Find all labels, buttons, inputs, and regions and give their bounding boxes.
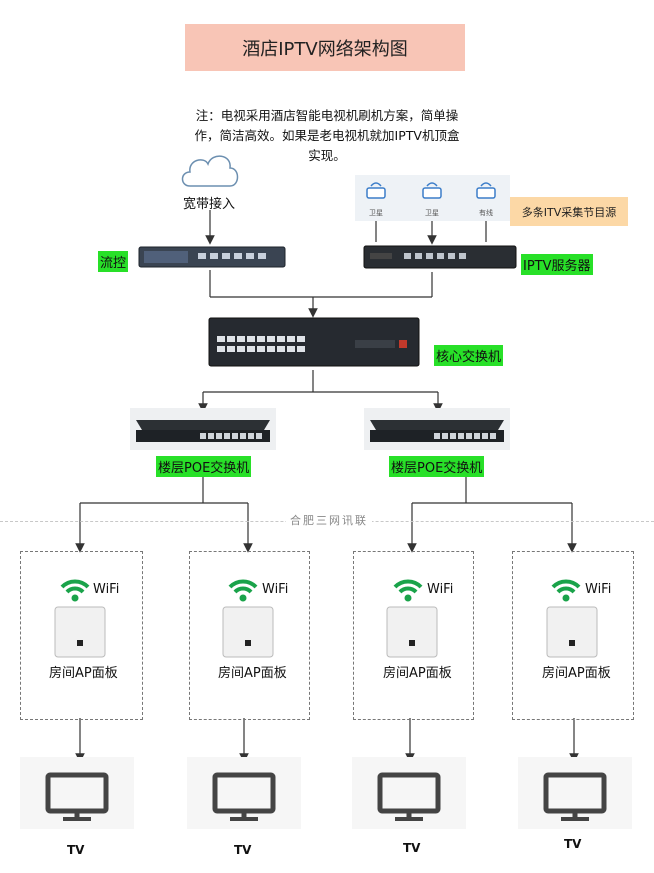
- broadband-label: 宽带接入: [183, 197, 236, 212]
- tv-icon: [377, 772, 441, 821]
- room-box: [512, 551, 634, 720]
- tv-icon: [45, 772, 109, 821]
- firewall-label: 流控: [98, 251, 129, 272]
- ap-panel-icon: [546, 606, 598, 658]
- iptv-server-icon: [363, 245, 517, 269]
- wifi-label: WiFi: [585, 582, 612, 597]
- tv-label: TV: [564, 837, 582, 851]
- room-box: [189, 551, 310, 720]
- cable-receiver-icon: [476, 182, 496, 199]
- room-box: [353, 551, 474, 720]
- firewall-device-icon: [138, 246, 286, 268]
- core-switch-label: 核心交换机: [434, 345, 504, 366]
- core-switch-icon: [208, 317, 420, 367]
- wifi-icon: [551, 579, 581, 602]
- source-device-label: 有线: [479, 209, 493, 217]
- satellite-receiver-icon: [422, 182, 442, 199]
- wifi-label: WiFi: [262, 582, 289, 597]
- note-text: 注：电视采用酒店智能电视机刷机方案，简单操作，简洁高效。如果是老电视机就加IPT…: [194, 108, 460, 163]
- source-device-label: 卫星: [369, 209, 383, 217]
- wifi-label: WiFi: [427, 582, 454, 597]
- ap-panel-label: 房间AP面板: [49, 666, 118, 681]
- floor-poe-switch-icon: [130, 408, 276, 450]
- tv-icon: [543, 772, 607, 821]
- wifi-icon: [393, 579, 423, 602]
- wifi-icon: [228, 579, 258, 602]
- wifi-icon: [60, 579, 90, 602]
- satellite-receiver-icon: [366, 182, 386, 199]
- ap-panel-icon: [222, 606, 274, 658]
- ap-panel-label: 房间AP面板: [383, 666, 452, 681]
- diagram-title: 酒店IPTV网络架构图: [185, 24, 465, 71]
- cloud-icon: [181, 155, 239, 187]
- wifi-label: WiFi: [93, 582, 120, 597]
- watermark-text: 合肥三网讯联: [286, 512, 372, 528]
- room-box: [20, 551, 143, 720]
- ap-panel-icon: [386, 606, 438, 658]
- ap-panel-label: 房间AP面板: [542, 666, 611, 681]
- floor-poe-switch-icon: [364, 408, 510, 450]
- tv-label: TV: [67, 843, 85, 857]
- iptv-server-label: IPTV服务器: [521, 254, 593, 275]
- tv-icon: [212, 772, 276, 821]
- source-device-label: 卫星: [425, 209, 439, 217]
- ap-panel-label: 房间AP面板: [218, 666, 287, 681]
- ap-panel-icon: [54, 606, 106, 658]
- tv-label: TV: [234, 843, 252, 857]
- floor-switch-label: 楼层POE交换机: [156, 456, 252, 477]
- tv-label: TV: [403, 841, 421, 855]
- source-box: 多条ITV采集节目源: [510, 197, 628, 226]
- floor-switch-label: 楼层POE交换机: [389, 456, 485, 477]
